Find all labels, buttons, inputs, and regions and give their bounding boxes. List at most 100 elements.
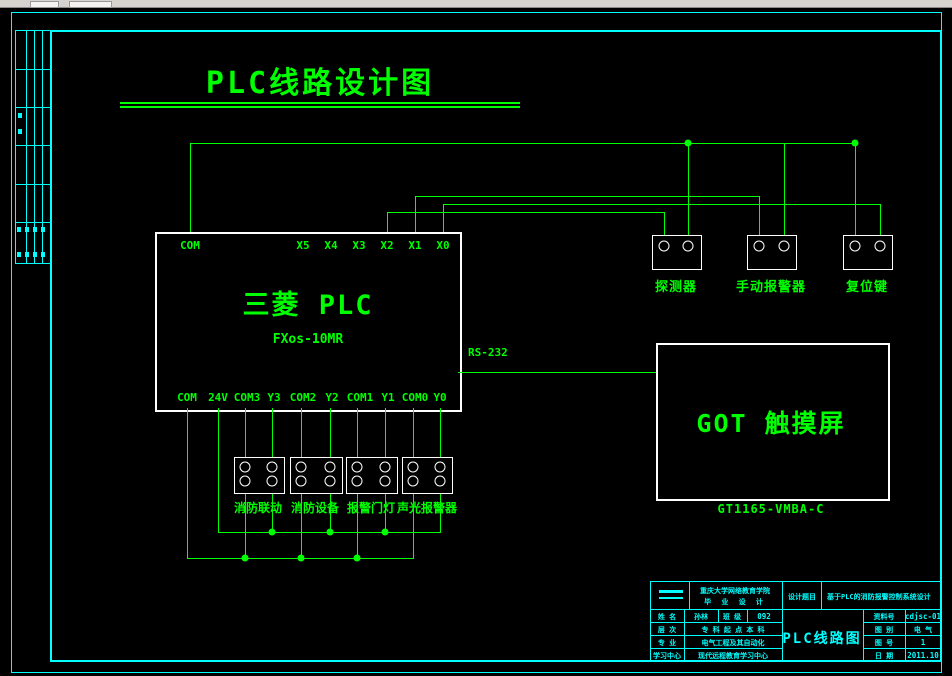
wire-com-bus [190,143,855,144]
tick-mark [17,227,21,232]
name-value: 孙林 [694,613,708,621]
drawing-title: PLC线路设计图 [205,66,435,101]
tb-line [651,622,782,623]
grid-line [15,222,50,223]
terminal-circle [379,461,391,473]
plc-terminal: COM2 [289,391,317,404]
binding-strip-table [15,30,51,264]
tick-mark [33,252,37,257]
toolbar-button[interactable] [69,1,112,8]
wire-x0 [443,204,880,205]
junction-dot [241,554,249,562]
wire [272,486,273,532]
rs232-label: RS-232 [468,346,508,359]
reset-key-label: 复位键 [845,280,889,295]
terminal-circle [778,240,790,252]
terminal-circle [434,461,446,473]
terminal-circle [295,461,307,473]
wire [385,486,386,532]
center-label: 学习中心 [653,652,681,660]
plc-terminal: COM [177,391,197,404]
tick-mark [17,252,21,257]
wire [759,196,760,240]
terminal-circle [658,240,670,252]
wire [688,143,689,240]
detector-label: 探测器 [654,280,698,295]
plc-terminal: X5 [296,239,310,252]
level-label: 层 次 [657,626,677,634]
tb-line [747,609,748,622]
plc-terminal: X1 [408,239,422,252]
reset-key-box [843,235,893,270]
plc-terminal: 24V [208,391,228,404]
fire-linkage-label: 消防联动 [233,501,283,515]
junction-dot [381,528,389,536]
plc-terminal: COM [180,239,200,252]
terminal-circle [351,475,363,487]
wire-x1 [415,196,759,197]
toolbar-button[interactable] [30,1,59,8]
wire [330,408,331,463]
plc-terminal: X4 [324,239,338,252]
fire-equipment-label: 消防设备 [290,501,340,515]
wire [272,408,273,463]
wire [855,143,856,240]
tb-line [684,609,685,661]
tb-line [863,648,941,649]
plc-terminal: COM3 [233,391,261,404]
category-value: 电 气 [913,626,933,634]
level-value: 专 科 起 点 本 科 [701,626,765,634]
tb-line [863,635,941,636]
title-underline [120,102,520,104]
wire [664,212,665,240]
terminal-circle [434,475,446,487]
tb-line [863,622,941,623]
tick-mark [41,252,45,257]
class-label: 班 级 [722,613,742,621]
junction-dot [268,528,276,536]
grid-line [42,30,43,263]
wire [190,143,191,232]
plc-terminal: Y0 [433,391,447,404]
wire [413,486,414,558]
junction-dot [684,139,692,147]
plc-terminal: Y2 [325,391,339,404]
plc-terminal: COM1 [346,391,374,404]
terminal-circle [324,475,336,487]
school-logo [659,597,683,599]
terminal-circle [753,240,765,252]
sheet-label: 图 号 [874,639,894,647]
terminal-circle [266,461,278,473]
doc-type: 毕 业 设 计 [704,598,766,606]
name-label: 姓 名 [657,613,677,621]
wire [245,408,246,463]
wire [440,486,441,532]
wire [385,408,386,463]
plc-terminal: X0 [436,239,450,252]
junction-dot [297,554,305,562]
wire [443,204,444,232]
terminal-circle [239,475,251,487]
tick-mark [41,227,45,232]
drawing-name: PLC线路图 [782,631,862,647]
doc-no-value: cdjsc-01 [904,612,942,621]
tb-line [651,635,782,636]
doc-no-label: 资料号 [873,613,895,621]
wire [440,408,441,463]
wire-com-down [187,408,188,558]
manual-alarm-box [747,235,797,270]
school-logo [659,590,683,593]
wire [784,143,785,240]
tick-mark [18,113,22,118]
wire [413,408,414,463]
grid-line [34,30,35,263]
alarm-door-light-label: 报警门灯 [346,501,396,515]
grid-line [15,107,50,108]
wire [357,408,358,463]
got-model: GT1165-VMBA-C [717,502,825,516]
class-value: 092 [757,612,771,621]
tb-line [689,582,690,609]
wire [387,212,388,232]
got-name: GOT 触摸屏 [696,409,846,438]
